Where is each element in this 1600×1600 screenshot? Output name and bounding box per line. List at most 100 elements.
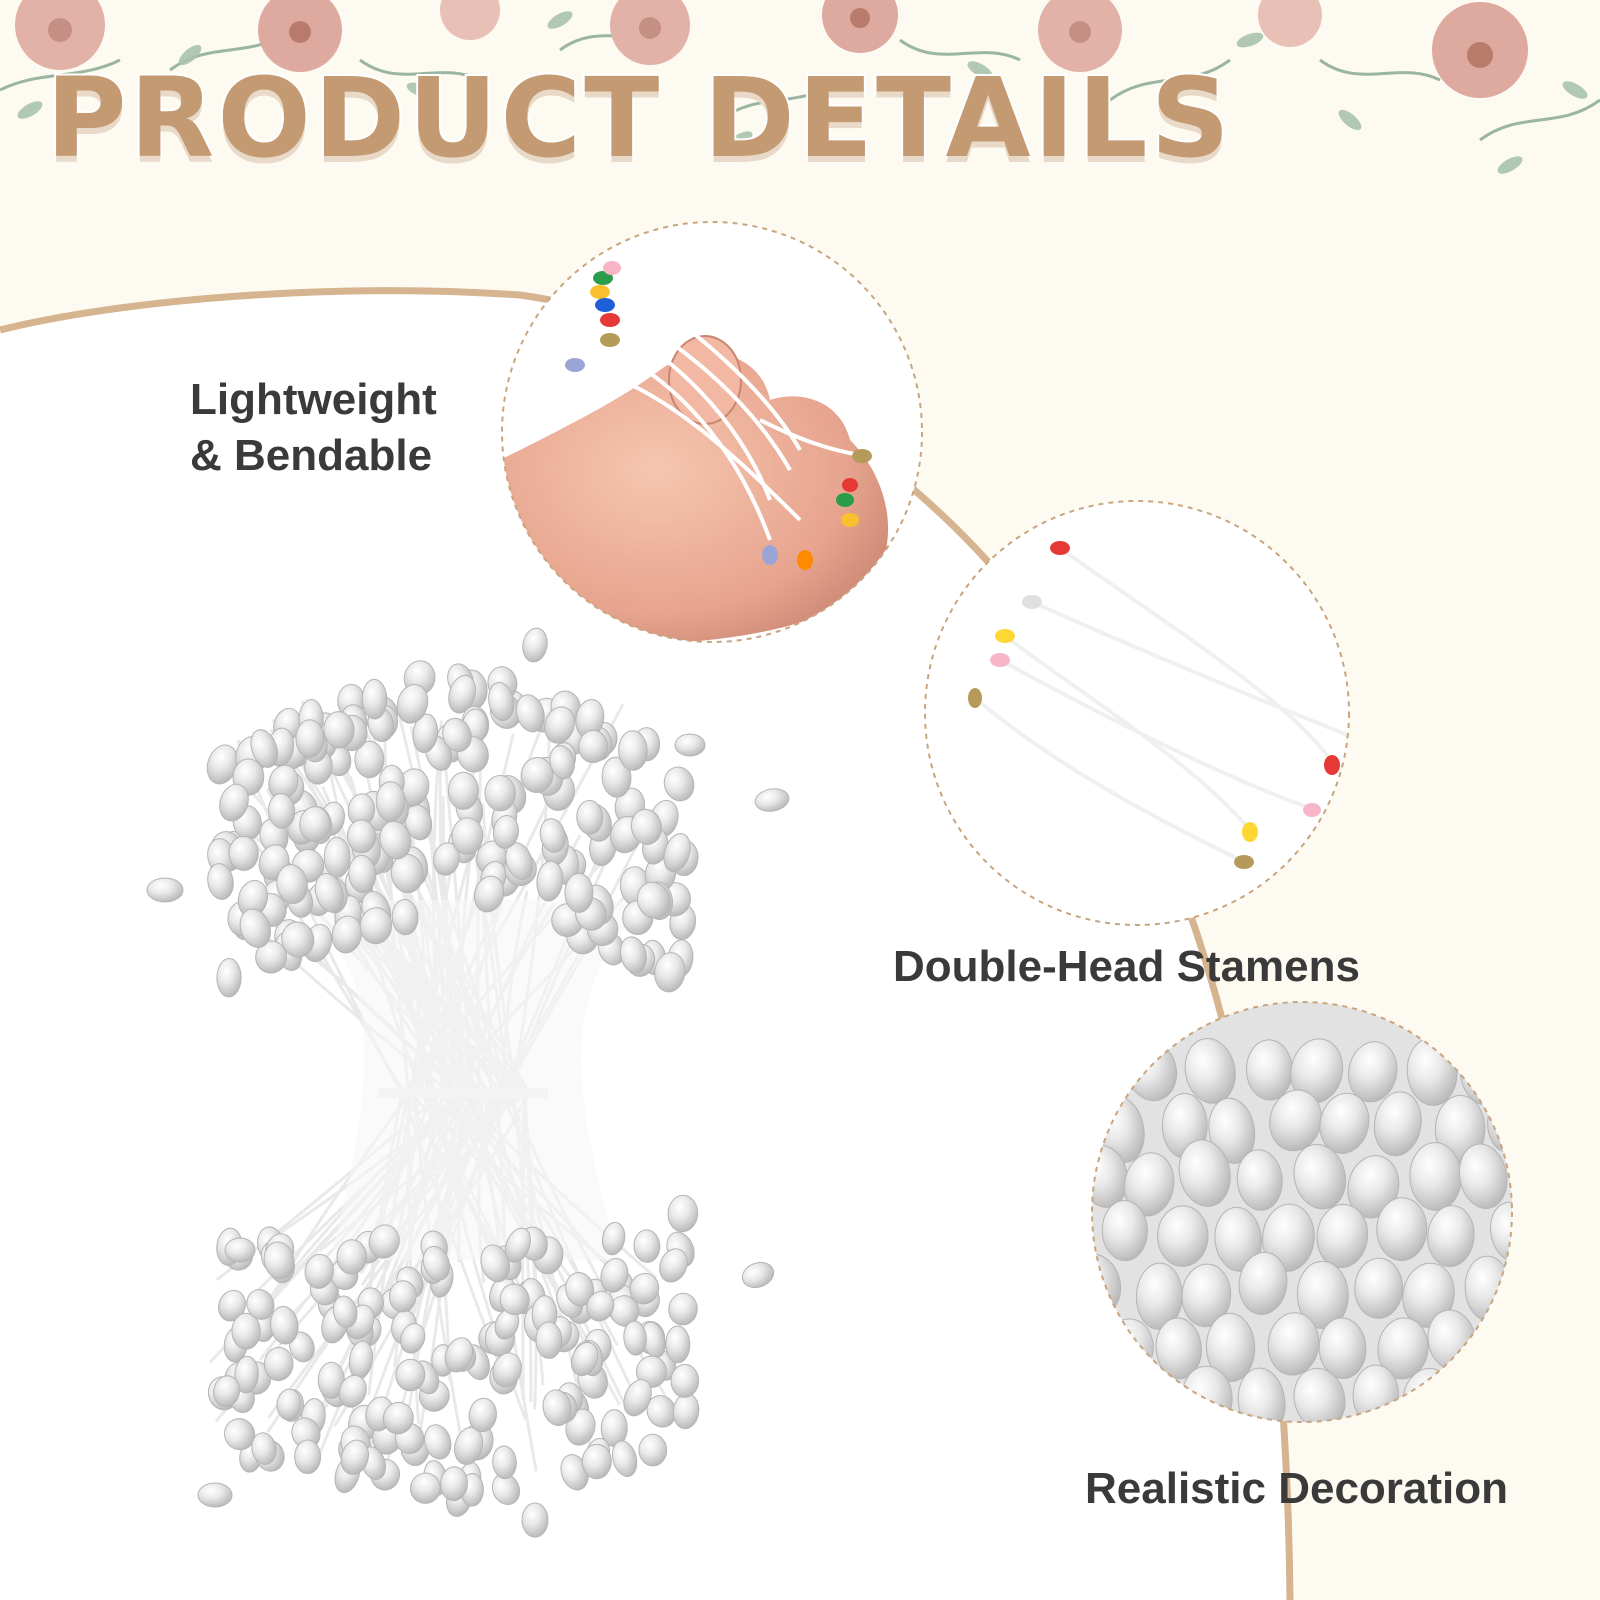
pearl-head	[1092, 1372, 1129, 1422]
pearl-head	[522, 627, 548, 663]
pearl-head	[444, 1337, 474, 1373]
pearl-head	[668, 1292, 698, 1326]
pearl-head	[504, 1227, 531, 1263]
pearl-head	[1347, 1155, 1400, 1219]
pearl-head	[754, 788, 790, 812]
pearl-head	[515, 694, 545, 733]
pearl-head	[492, 814, 519, 849]
pearl-head	[535, 1321, 563, 1359]
pearl-head	[672, 1393, 700, 1430]
roses	[15, 0, 1528, 98]
pearl-head	[633, 1229, 661, 1263]
pearl-head	[576, 799, 604, 835]
pearl-head	[499, 1283, 530, 1316]
pearl-head	[379, 820, 412, 860]
pearl-head	[314, 872, 344, 913]
pearl-head	[542, 1389, 572, 1426]
pearl-head	[619, 936, 647, 974]
pearl-head	[578, 729, 609, 764]
pearl-head	[338, 1374, 367, 1408]
pearl-head	[359, 907, 393, 945]
pearl-head	[448, 674, 476, 714]
pearl-head	[492, 1445, 517, 1480]
pearl-head	[1458, 1143, 1508, 1209]
pearl-head	[451, 817, 484, 855]
feature-label-double-head: Double-Head Stamens	[893, 942, 1360, 991]
pearl-head	[1402, 1262, 1455, 1328]
pearl-head	[299, 806, 331, 842]
pearl-head	[1354, 1257, 1404, 1319]
pearl-head	[1376, 1197, 1428, 1261]
pearl-head	[323, 836, 351, 878]
pearl-head	[234, 1355, 259, 1394]
pearl-head	[1489, 1201, 1512, 1264]
pearl-head	[216, 958, 242, 998]
pearl-head	[1155, 1317, 1202, 1380]
feature-label-realistic: Realistic Decoration	[1085, 1464, 1509, 1513]
pearl-head	[395, 1358, 426, 1392]
pearl-head	[422, 1245, 451, 1281]
pearl-head	[304, 1253, 334, 1289]
pearl-head	[1293, 1367, 1346, 1422]
pearl-head	[412, 713, 439, 754]
pearl-head	[1348, 1041, 1398, 1103]
stamen-heads	[968, 541, 1349, 869]
pearl-head	[336, 1239, 367, 1275]
pearl-head	[618, 730, 648, 771]
pearl-head	[440, 1466, 468, 1502]
pearl-head	[571, 1342, 599, 1377]
pearl-head	[663, 766, 695, 802]
pearl-head	[741, 1261, 775, 1289]
white-stamen-bundle	[146, 627, 790, 1538]
pearl-head	[246, 1289, 275, 1320]
pearl-head	[600, 1258, 629, 1293]
pearl-head	[332, 1295, 358, 1328]
pearl-head	[674, 733, 706, 757]
pearl-head	[331, 915, 363, 954]
pearl-head	[601, 1221, 626, 1256]
pearl-head	[492, 1352, 522, 1388]
pearl-head	[346, 819, 377, 854]
pearl-head	[197, 1482, 233, 1508]
pearl-head	[228, 835, 259, 871]
pearl-head	[1101, 1200, 1148, 1262]
pearl-head	[565, 1271, 595, 1307]
pearl-head	[1157, 1205, 1209, 1267]
pearl-head	[270, 1305, 299, 1345]
pearl-head	[601, 756, 632, 798]
pearl-head	[382, 1401, 414, 1435]
pearl-head	[218, 1289, 246, 1322]
pearl-head	[468, 1397, 497, 1433]
hand-shape	[502, 353, 888, 642]
pearl-head	[213, 1375, 241, 1408]
pearl-head	[388, 1280, 417, 1313]
pearl-head	[219, 783, 249, 822]
pearl-head	[581, 1443, 612, 1480]
pearl-head	[665, 1325, 691, 1364]
stamen-bundle-colored	[574, 273, 861, 541]
pearl-head	[638, 1433, 668, 1467]
pearl-head	[276, 864, 308, 905]
pearl-head	[361, 678, 388, 720]
pearl-head	[375, 781, 406, 822]
page-title: PRODUCT DETAILS	[44, 54, 1233, 182]
pearl-head	[207, 863, 234, 900]
stamen-lines	[973, 546, 1349, 862]
pearl-head	[251, 1432, 277, 1465]
pearl-head	[488, 681, 515, 722]
pearl-head	[630, 808, 662, 845]
pearl-head	[368, 1224, 400, 1259]
pearl-head	[396, 683, 429, 724]
pearl-head	[268, 793, 296, 829]
pearl-head	[539, 818, 566, 853]
pearl-head	[663, 833, 691, 873]
pearl-head	[623, 1379, 652, 1417]
pearl-head	[1236, 1149, 1283, 1211]
pearl-head	[1238, 1251, 1288, 1315]
pearl-head	[480, 1244, 510, 1283]
pearl-head	[1184, 1038, 1236, 1104]
pearl-head	[1178, 1139, 1231, 1207]
pearl-head	[473, 875, 505, 913]
leaves	[17, 11, 1588, 174]
